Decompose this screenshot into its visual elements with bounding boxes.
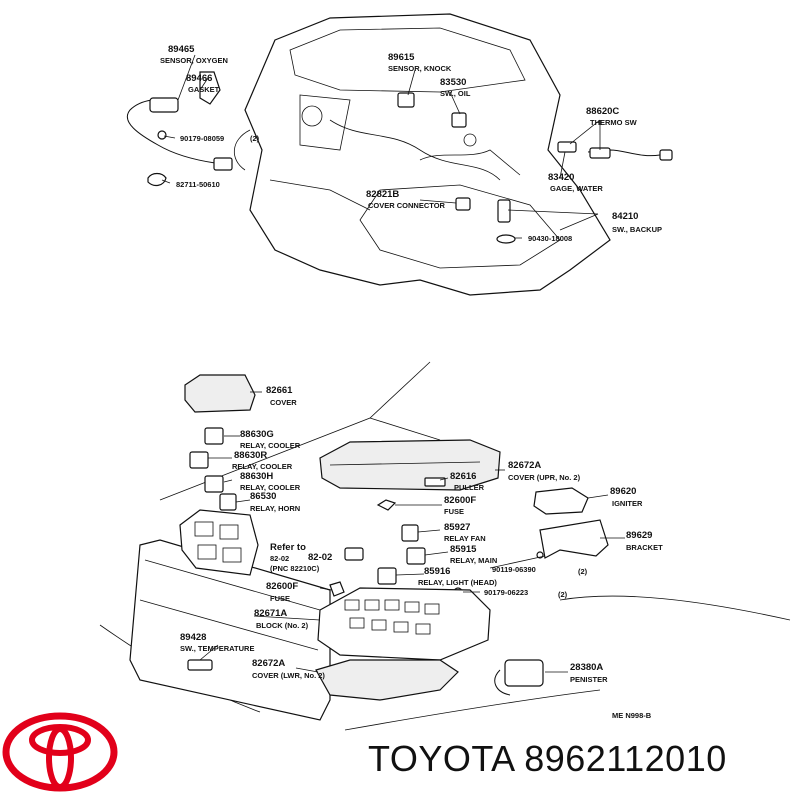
qty-2-bracket: (2) [578,567,588,576]
label-igniter: IGNITER [612,499,643,508]
label-relay-cooler-r: RELAY, COOLER [232,462,293,471]
relay-fan-85927 [401,524,419,542]
label-89615: 89615 [388,52,415,63]
qty-2-top-left: (2) [250,134,260,143]
label-relay-light-head: RELAY, LIGHT (HEAD) [418,578,497,587]
label-83530: 83530 [440,77,466,88]
label-cover-upr: COVER (UPR, No. 2) [508,473,581,482]
label-82672a-lwr: 82672A [252,658,285,669]
label-90179-08059: 90179-08059 [180,134,224,143]
label-88630h: 88630H [240,471,273,482]
label-gasket: GASKET [188,85,220,94]
cover-lwr-no2 [315,659,459,701]
drawing-code: ME N998-B [612,711,652,720]
label-88620c: 88620C [586,106,619,117]
label-relay-horn: RELAY, HORN [250,504,300,513]
label-90430-18008: 90430-18008 [528,234,572,243]
label-85916: 85916 [424,566,450,577]
label-89428: 89428 [180,632,206,643]
backup-switch [455,197,516,244]
label-refer-to: Refer to [270,542,306,553]
temperature-switch [187,659,213,671]
thermo-switch [557,141,673,161]
label-2-02: 82-02 [308,552,332,563]
junction-block [317,587,491,661]
label-cover-connector: COVER CONNECTOR [368,201,446,210]
label-refer-pnc: (PNC 82210C) [270,564,320,573]
label-82661: 82661 [266,385,293,396]
cover-upr-no2 [319,439,501,491]
label-refer-82-02: 82-02 [270,554,289,563]
label-84210: 84210 [612,211,638,222]
label-90179-06223: 90179-06223 [484,588,528,597]
penister-28380a [494,659,544,696]
relay-88630g [204,427,224,445]
label-cover: COVER [270,398,297,407]
cover-82661 [184,374,256,413]
label-thermo-sw: THERMO SW [590,118,638,127]
qty-2-nut: (2) [558,590,568,599]
label-82600f-lower: 82600F [266,581,298,592]
label-28380a: 28380A [570,662,603,673]
relay-88630h [204,475,224,493]
label-89466: 89466 [186,73,212,84]
igniter-89620 [533,487,589,515]
label-bracket: BRACKET [626,543,663,552]
label-89629: 89629 [626,530,652,541]
label-cover-lwr: COVER (LWR, No. 2) [252,671,325,680]
label-gage-water: GAGE, WATER [550,184,603,193]
label-82671a: 82671A [254,608,287,619]
relay-86530 [219,493,237,511]
knock-sensor [397,92,467,128]
brand-caption: TOYOTA 8962112010 [368,738,727,779]
label-fuse-lower: FUSE [270,594,290,603]
label-sensor-oxygen: SENSOR, OXYGEN [160,56,228,65]
fuse-82600f-lower [329,581,345,597]
label-82600f: 82600F [444,495,476,506]
label-relay-main: RELAY, MAIN [450,556,497,565]
label-sw-oil: SW., OIL [440,89,471,98]
toyota-logo [2,712,118,792]
relay-main-85915 [406,547,426,565]
label-86530: 86530 [250,491,276,502]
label-puller: PULLER [454,483,485,492]
label-penister: PENISTER [570,675,608,684]
leader-lines-bottom [199,391,625,673]
label-sw-backup: SW., BACKUP [612,225,662,234]
relay-light-85916 [377,567,397,585]
label-85915: 85915 [450,544,477,555]
label-82711-50610: 82711-50610 [176,180,220,189]
relay-panel [129,509,331,721]
label-85927: 85927 [444,522,470,533]
label-89465: 89465 [168,44,195,55]
label-block-no2: BLOCK (No. 2) [256,621,309,630]
label-89620: 89620 [610,486,636,497]
label-fuse: FUSE [444,507,464,516]
leader-lines-top [161,54,601,239]
label-83420: 83420 [548,172,574,183]
label-88630r: 88630R [234,450,267,461]
label-90119-06390: 90119-06390 [492,565,536,574]
engine-illustration [233,13,611,296]
label-sensor-knock: SENSOR, KNOCK [388,64,452,73]
oxygen-sensor [127,71,233,187]
fuse-82600f [376,499,397,511]
label-sw-temperature: SW., TEMPERATURE [180,644,254,653]
label-relay-cooler-g: RELAY, COOLER [240,441,301,450]
relay-88630r [189,451,209,469]
label-relay-fan: RELAY FAN [444,534,486,543]
label-relay-cooler-h: RELAY, COOLER [240,483,301,492]
label-82616: 82616 [450,471,476,482]
label-82821b: 82821B [366,189,399,200]
label-82672a-upr: 82672A [508,460,541,471]
bracket-89629 [539,519,609,559]
label-88630g: 88630G [240,429,274,440]
connector-82-02 [344,547,364,561]
